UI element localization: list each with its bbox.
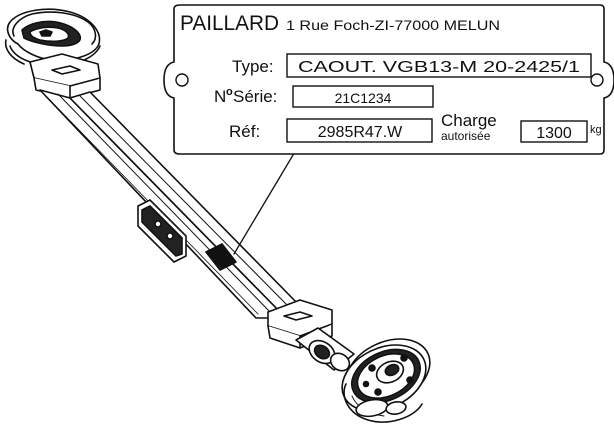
spindle [295,327,355,372]
type-value: CAOUT. VGB13-M 20-2425/1 [298,59,580,76]
serie-label-prefix: N [214,87,226,106]
charge-sublabel: autorisée [441,129,491,143]
ref-value: 2985R47.W [318,124,403,141]
charge-value-box [520,120,588,143]
nameplate: PAILLARD 1 Rue Foch-ZI-77000 MELUN Type:… [163,4,614,155]
serie-label: Série: [233,87,277,106]
beam-id-plate [205,243,237,271]
serie-value: 21C1234 [335,90,392,106]
brand-name: PAILLARD [180,12,279,35]
right-hub [341,338,431,423]
address: 1 Rue Foch-ZI-77000 MELUN [286,18,500,33]
charge-value: 1300 [536,125,572,142]
mount-bracket [137,199,187,263]
left-hub [4,8,101,67]
type-value-box [286,53,592,78]
right-mount-hole [590,73,604,87]
type-label: Type: [232,57,274,76]
serie-value-box [292,85,434,108]
axle-illustration [4,8,431,423]
ref-value-box [286,118,433,143]
ref-label: Réf: [229,122,260,141]
charge-unit: kg [590,124,602,136]
nameplate-outline [163,4,614,155]
charge-label: Charge [441,111,497,130]
left-mount-hole [175,73,189,87]
serie-label-o: o [226,86,233,98]
leader-line [233,149,297,255]
